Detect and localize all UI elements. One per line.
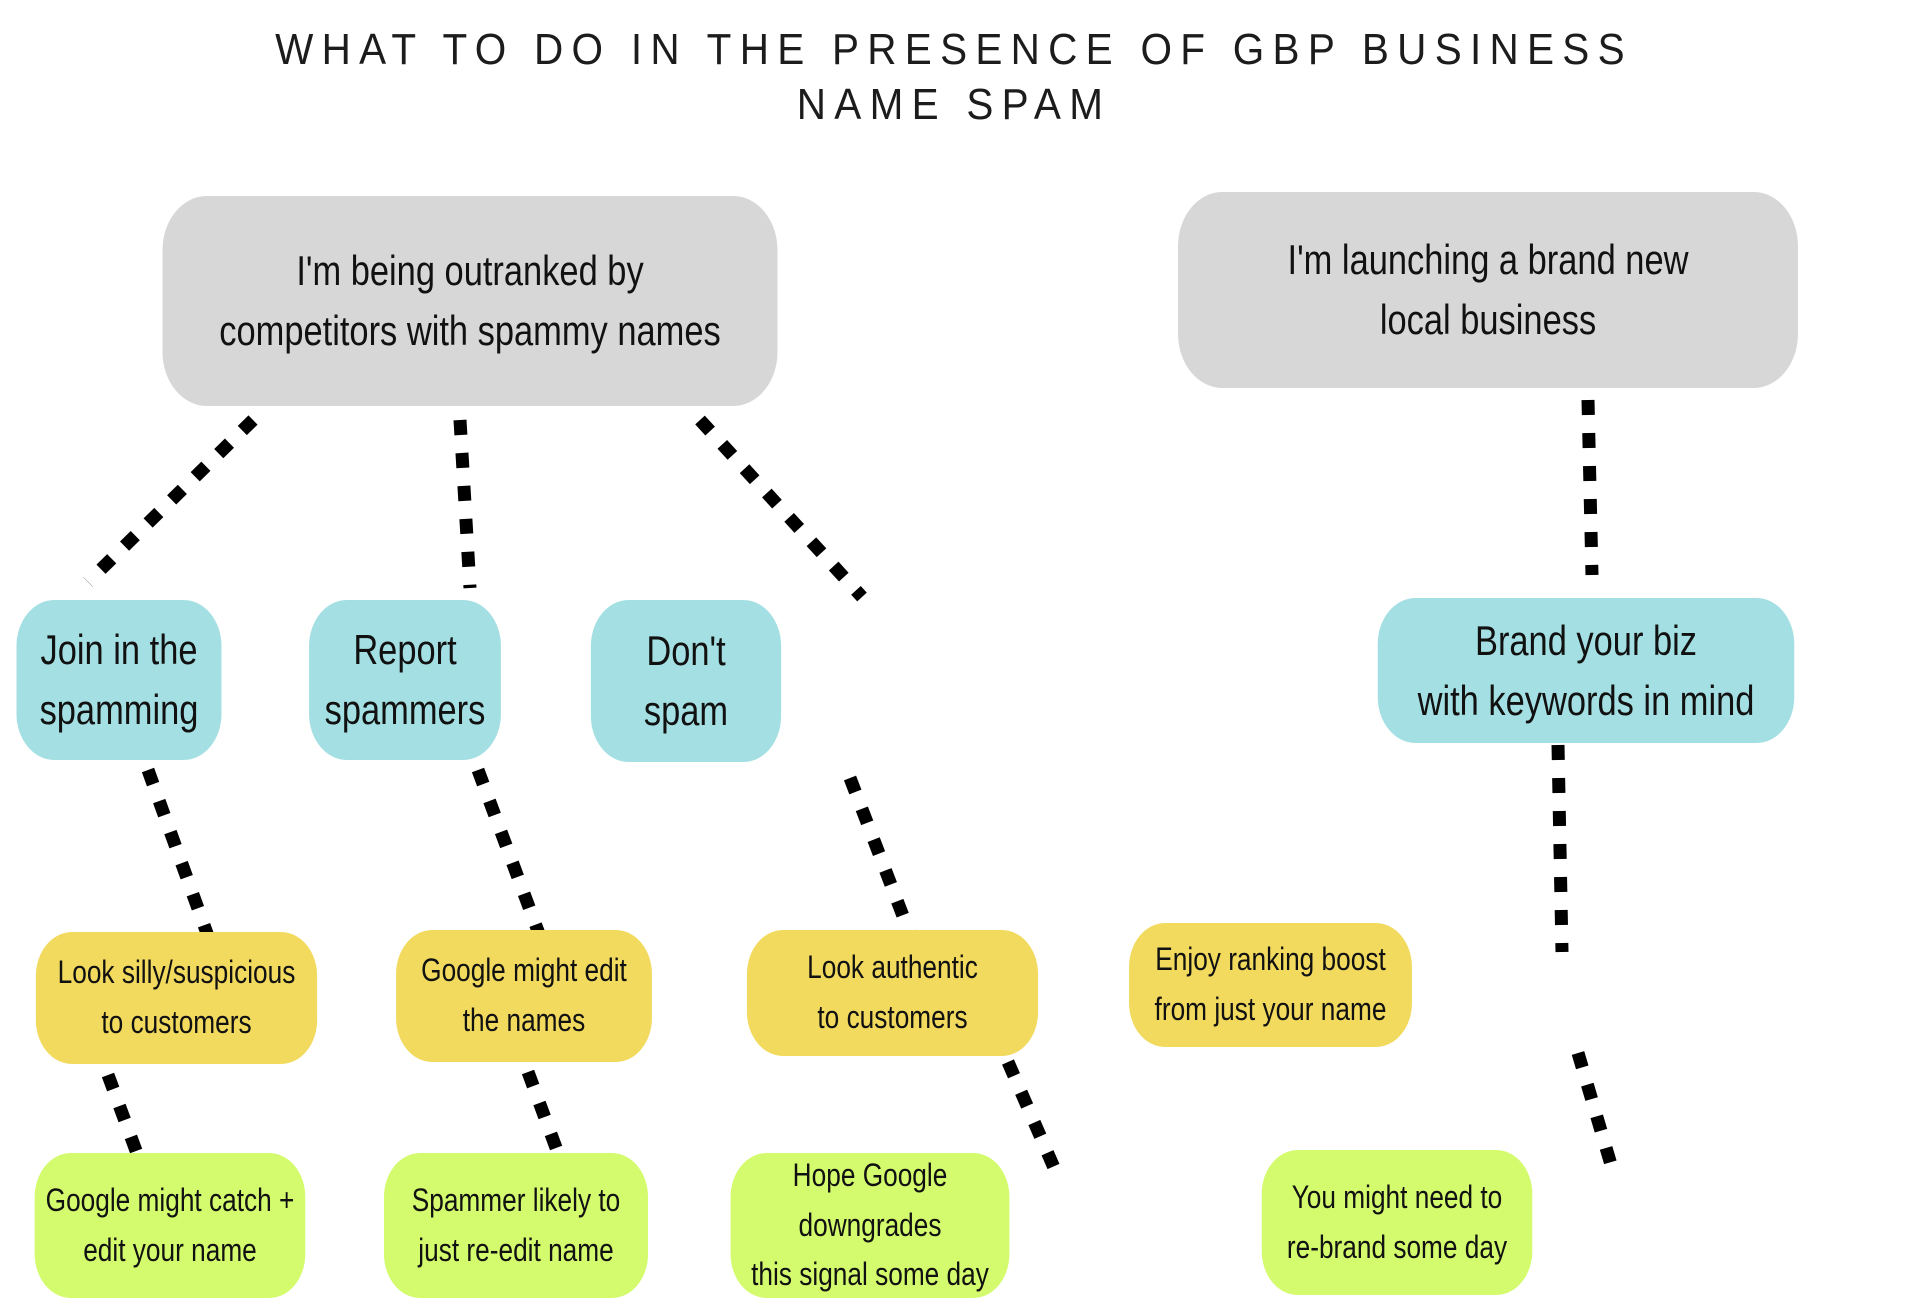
outcome-box-google-edit-names-label: Google might edit the names	[421, 952, 627, 1038]
connector-scenario-left-to-option-1	[83, 415, 258, 587]
connector-option-2-to-outcome-2	[471, 767, 552, 953]
option-box-report-spammers-label: Report spammers	[324, 626, 486, 733]
connector-scenario-right-to-option-4	[1581, 399, 1599, 576]
connector-option-4-to-outcome-4	[1551, 744, 1569, 953]
consequence-box-hope-downgrade[interactable]: Hope Google downgrades this signal some …	[730, 1153, 1010, 1298]
outcome-box-look-silly-label: Look silly/suspicious to customers	[57, 954, 296, 1040]
scenario-box-outranked-label: I'm being outranked by competitors with …	[219, 247, 721, 354]
connector-scenario-left-to-option-3	[695, 415, 867, 602]
outcome-box-ranking-boost[interactable]: Enjoy ranking boost from just your name	[1129, 923, 1412, 1047]
connector-option-1-to-outcome-1	[141, 767, 220, 953]
option-box-dont-spam-label: Don't spam	[643, 627, 729, 734]
option-box-join-spamming[interactable]: Join in the spamming	[16, 600, 222, 760]
option-box-brand-your-biz[interactable]: Brand your biz with keywords in mind	[1377, 598, 1795, 743]
option-box-dont-spam[interactable]: Don't spam	[590, 600, 782, 762]
consequence-box-spammer-reedit-label: Spammer likely to just re-edit name	[411, 1181, 621, 1268]
scenario-box-new-business-label: I'm launching a brand new local business	[1287, 236, 1689, 343]
consequence-box-rebrand[interactable]: You might need to re-brand some day	[1261, 1150, 1533, 1295]
outcome-box-ranking-boost-label: Enjoy ranking boost from just your name	[1154, 941, 1387, 1027]
outcome-box-google-edit-names[interactable]: Google might edit the names	[396, 930, 652, 1062]
consequence-box-google-catch[interactable]: Google might catch + edit your name	[34, 1153, 306, 1298]
consequence-box-spammer-reedit[interactable]: Spammer likely to just re-edit name	[383, 1153, 649, 1298]
option-box-brand-your-biz-label: Brand your biz with keywords in mind	[1417, 616, 1755, 724]
outcome-box-look-authentic-label: Look authentic to customers	[807, 949, 978, 1035]
connector-outcome-4-to-consequence-4	[1571, 1051, 1619, 1170]
outcome-box-look-authentic[interactable]: Look authentic to customers	[746, 930, 1039, 1056]
connector-scenario-left-to-option-2	[453, 419, 477, 589]
option-box-report-spammers[interactable]: Report spammers	[309, 600, 501, 760]
outcome-box-look-silly[interactable]: Look silly/suspicious to customers	[35, 932, 318, 1064]
consequence-box-rebrand-label: You might need to re-brand some day	[1286, 1178, 1508, 1265]
connector-outcome-3-to-consequence-3	[1002, 1059, 1061, 1173]
connector-option-3-to-outcome-3	[843, 775, 925, 958]
consequence-box-google-catch-label: Google might catch + edit your name	[45, 1181, 295, 1268]
scenario-box-outranked[interactable]: I'm being outranked by competitors with …	[162, 196, 778, 406]
consequence-box-hope-downgrade-label: Hope Google downgrades this signal some …	[751, 1157, 989, 1293]
scenario-box-new-business[interactable]: I'm launching a brand new local business	[1178, 192, 1798, 388]
page-title: WHAT TO DO IN THE PRESENCE OF GBP BUSINE…	[275, 25, 1633, 129]
option-box-join-spamming-label: Join in the spamming	[39, 626, 199, 733]
